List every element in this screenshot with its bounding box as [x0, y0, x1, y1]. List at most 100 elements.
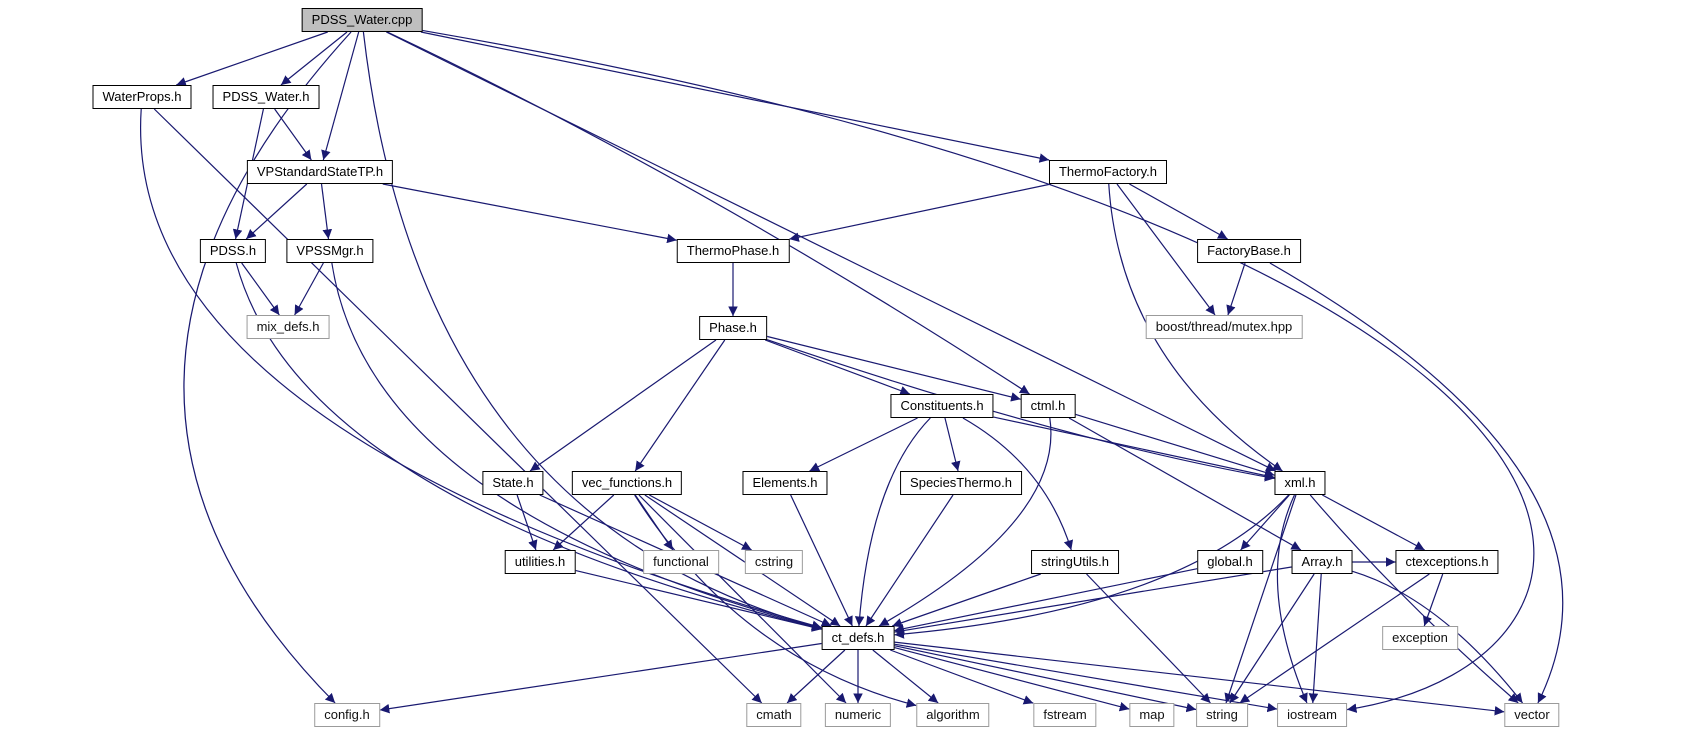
- include-edge-ctdefs-to-iostream: [894, 643, 1278, 713]
- include-edge-speciesthermo-to-ctdefs: [865, 494, 954, 627]
- graph-node-utilities[interactable]: utilities.h: [504, 550, 576, 574]
- include-edge-vecfunc-to-utilities: [552, 494, 615, 551]
- include-edge-vecfunc-to-numeric: [638, 494, 847, 704]
- include-edge-xml-to-global: [1240, 494, 1290, 551]
- include-edge-pdss_water_h-to-vpsstp: [274, 108, 312, 161]
- graph-node-vecfunc[interactable]: vec_functions.h: [571, 471, 683, 495]
- include-edge-factorybase-to-mutex: [1226, 262, 1246, 316]
- include-edge-vecfunc-to-ctdefs: [644, 494, 841, 627]
- graph-node-ctexceptions[interactable]: ctexceptions.h: [1395, 550, 1499, 574]
- include-edge-vecfunc-to-cstring: [649, 494, 752, 551]
- include-edge-constituents-to-elements: [809, 417, 918, 472]
- include-edge-ctexceptions-to-exception: [1422, 573, 1444, 627]
- include-edge-thermofactory-to-factorybase: [1129, 183, 1228, 240]
- graph-node-config: config.h: [314, 703, 380, 727]
- graph-node-vector: vector: [1504, 703, 1560, 727]
- graph-node-mutex: boost/thread/mutex.hpp: [1145, 315, 1303, 339]
- include-edge-xml-to-ctdefs: [894, 494, 1290, 639]
- include-edge-xml-to-string: [1224, 494, 1297, 704]
- include-edge-main-to-iostream: [422, 29, 1535, 713]
- graph-node-numeric: numeric: [824, 703, 892, 727]
- include-edge-xml-to-vector: [1309, 494, 1519, 704]
- graph-node-stringutils[interactable]: stringUtils.h: [1031, 550, 1119, 574]
- include-edge-ctdefs-to-string: [894, 645, 1197, 713]
- include-edge-thermofactory-to-thermophase: [789, 183, 1052, 242]
- include-edge-ctdefs-to-vector: [894, 641, 1505, 716]
- include-edge-waterprops-to-ctdefs: [139, 108, 822, 630]
- include-edge-ctexceptions-to-string: [1239, 573, 1430, 704]
- include-edge-phase-to-vecfunc: [634, 339, 726, 472]
- include-edge-main-to-waterprops: [176, 31, 328, 87]
- graph-node-thermofactory[interactable]: ThermoFactory.h: [1048, 160, 1168, 184]
- include-edge-utilities-to-ctdefs: [575, 569, 822, 632]
- include-edge-phase-to-ctml: [766, 335, 1021, 402]
- include-edge-ctdefs-to-fstream: [890, 649, 1034, 705]
- include-edge-global-to-ctdefs: [894, 568, 1198, 634]
- include-edge-ctdefs-to-map: [894, 646, 1130, 712]
- graph-node-global[interactable]: global.h: [1197, 550, 1263, 574]
- graph-node-main: PDSS_Water.cpp: [301, 8, 423, 32]
- include-edge-xml-to-iostream: [1276, 494, 1308, 704]
- graph-node-ctdefs[interactable]: ct_defs.h: [821, 626, 895, 650]
- include-edge-ctml-to-array: [1068, 417, 1302, 551]
- include-edge-vpssmgr-to-mixdefs: [294, 262, 324, 316]
- graph-node-map: map: [1129, 703, 1175, 727]
- graph-node-pdss[interactable]: PDSS.h: [199, 239, 267, 263]
- graph-node-xml[interactable]: xml.h: [1274, 471, 1326, 495]
- include-edge-thermofactory-to-xml: [1108, 183, 1283, 472]
- include-edge-pdss-to-mixdefs: [241, 262, 280, 316]
- include-edge-vpsstp-to-thermophase: [382, 183, 677, 244]
- include-edge-xml-to-ctexceptions: [1322, 494, 1425, 551]
- graph-node-iostream: iostream: [1277, 703, 1347, 727]
- include-edge-main-to-ctml: [387, 31, 1030, 395]
- graph-node-vpsstp[interactable]: VPStandardStateTP.h: [246, 160, 394, 184]
- include-edge-phase-to-xml: [766, 339, 1275, 482]
- graph-node-array[interactable]: Array.h: [1291, 550, 1353, 574]
- graph-node-cstring: cstring: [744, 550, 804, 574]
- include-edge-main-to-thermofactory: [420, 31, 1050, 163]
- include-edge-array-to-string: [1229, 573, 1315, 704]
- include-edge-main-to-config: [183, 31, 352, 704]
- include-edge-main-to-xml: [386, 31, 1276, 472]
- graph-node-string: string: [1196, 703, 1248, 727]
- graph-node-mixdefs: mix_defs.h: [246, 315, 330, 339]
- include-edge-constituents-to-stringutils: [962, 417, 1074, 551]
- graph-node-thermophase[interactable]: ThermoPhase.h: [676, 239, 790, 263]
- graph-node-phase[interactable]: Phase.h: [699, 316, 767, 340]
- include-edge-ctdefs-to-config: [379, 642, 822, 714]
- include-edge-stringutils-to-string: [1086, 573, 1211, 704]
- graph-node-waterprops[interactable]: WaterProps.h: [92, 85, 192, 109]
- graph-node-elements[interactable]: Elements.h: [742, 471, 828, 495]
- include-edge-ctdefs-to-cmath: [786, 649, 846, 704]
- include-edge-thermofactory-to-mutex: [1116, 183, 1216, 316]
- graph-node-functional: functional: [643, 550, 719, 574]
- graph-node-ctml[interactable]: ctml.h: [1020, 394, 1076, 418]
- graph-node-pdss_water_h[interactable]: PDSS_Water.h: [212, 85, 320, 109]
- graph-node-speciesthermo[interactable]: SpeciesThermo.h: [900, 471, 1022, 495]
- include-edge-factorybase-to-vector: [1269, 262, 1564, 704]
- graph-node-vpssmgr[interactable]: VPSSMgr.h: [286, 239, 374, 263]
- graph-node-exception: exception: [1382, 626, 1458, 650]
- graph-node-factorybase[interactable]: FactoryBase.h: [1197, 239, 1301, 263]
- include-edge-array-to-ctdefs: [894, 566, 1292, 636]
- include-edge-constituents-to-xml: [993, 416, 1275, 481]
- include-edge-vecfunc-to-algorithm: [634, 494, 917, 708]
- include-edge-main-to-vpsstp: [321, 31, 360, 161]
- include-edge-vpsstp-to-vpssmgr: [320, 183, 333, 240]
- include-edge-waterprops-to-cmath: [153, 108, 763, 704]
- include-edge-elements-to-ctdefs: [790, 494, 853, 627]
- include-edge-ctml-to-ctdefs: [878, 417, 1052, 627]
- include-edge-main-to-pdss_water_h: [280, 31, 348, 86]
- graph-node-state[interactable]: State.h: [482, 471, 544, 495]
- include-edge-array-to-vector: [1352, 570, 1524, 704]
- include-edge-vpsstp-to-pdss: [245, 183, 308, 240]
- graph-node-constituents[interactable]: Constituents.h: [890, 394, 994, 418]
- include-edge-stringutils-to-ctdefs: [892, 573, 1041, 628]
- graph-node-fstream: fstream: [1033, 703, 1097, 727]
- include-edge-state-to-utilities: [516, 494, 538, 551]
- include-edge-ctdefs-to-algorithm: [872, 649, 939, 704]
- include-edge-phase-to-constituents: [764, 339, 911, 396]
- include-edge-constituents-to-ctdefs: [854, 417, 931, 627]
